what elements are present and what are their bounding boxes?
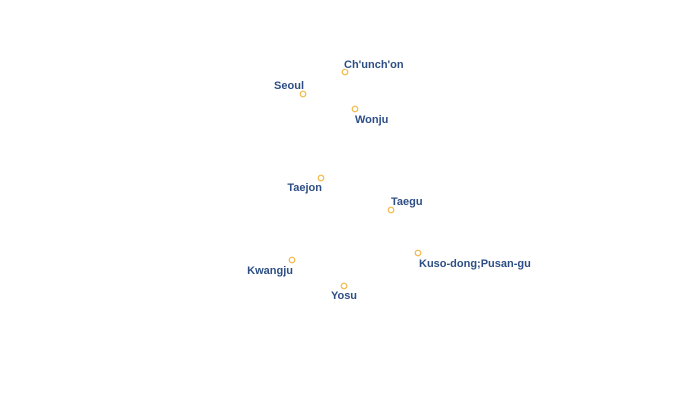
city-marker-taegu[interactable]: [387, 206, 395, 214]
city-marker-taejon[interactable]: [317, 174, 325, 182]
city-label-kwangju: Kwangju: [247, 265, 293, 277]
city-label-taegu: Taegu: [391, 196, 423, 208]
city-marker-chunchon[interactable]: [341, 68, 349, 76]
city-markers: [288, 68, 422, 290]
city-labels: Ch'unch'onSeoulWonjuTaejonTaeguKuso-dong…: [246, 58, 533, 304]
city-label-taejon: Taejon: [287, 182, 322, 194]
city-label-yosu: Yosu: [331, 290, 357, 302]
city-marker-yosu[interactable]: [340, 282, 348, 290]
city-marker-pusan[interactable]: [414, 249, 422, 257]
city-label-chunchon: Ch'unch'on: [344, 59, 404, 71]
city-label-pusan: Kuso-dong;Pusan-gu: [419, 258, 531, 270]
city-label-wonju: Wonju: [355, 114, 388, 126]
city-marker-kwangju[interactable]: [288, 256, 296, 264]
city-label-seoul: Seoul: [274, 80, 304, 92]
city-marker-wonju[interactable]: [351, 105, 359, 113]
city-marker-seoul[interactable]: [299, 90, 307, 98]
